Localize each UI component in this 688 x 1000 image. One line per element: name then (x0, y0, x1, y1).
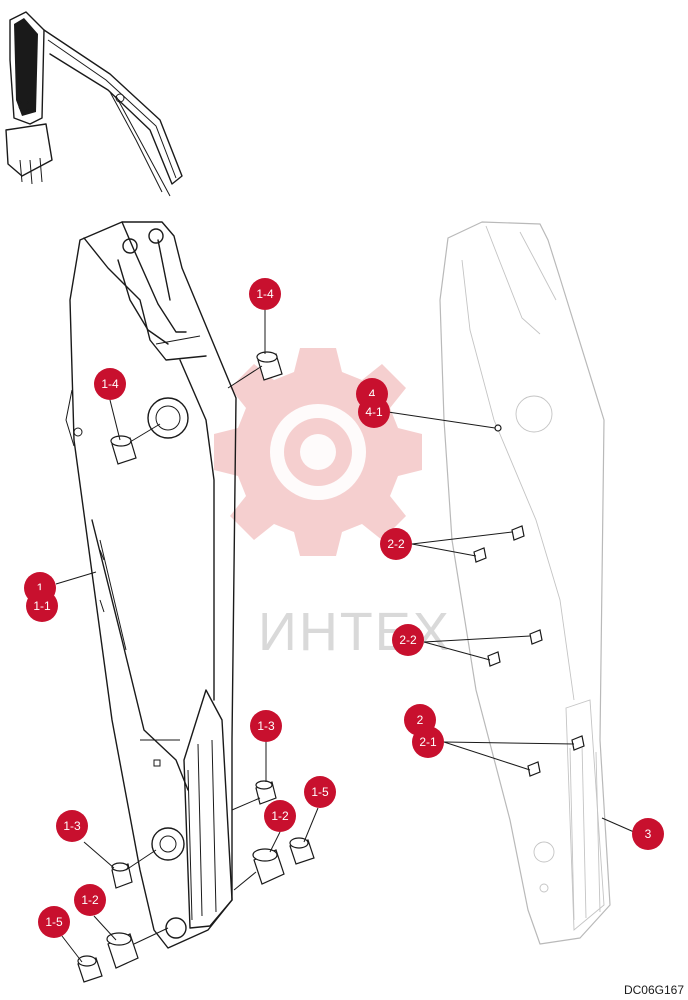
callout-label: 1-3 (63, 819, 81, 833)
callout-label: 1-2 (81, 893, 99, 907)
drawing-code: DC06G167 (624, 983, 684, 997)
arm-main (65, 221, 237, 949)
bushing-1-5-right (289, 837, 315, 865)
bushing-1-3-right (255, 780, 277, 805)
callout-label: 1-5 (311, 785, 329, 799)
bushing-1-4-left (110, 435, 137, 465)
callout-3[interactable]: 3 (632, 818, 664, 850)
callout-1-2-right[interactable]: 1-2 (264, 800, 296, 832)
callout-label: 2-2 (399, 633, 417, 647)
callout-label: 1 (37, 581, 44, 595)
bushing-1-2-left (106, 932, 139, 969)
callout-label: 1-5 (45, 915, 63, 929)
callout-label: 1-2 (271, 809, 289, 823)
callout-2-2-upper[interactable]: 2-2 (380, 528, 412, 560)
callout-1-5-left[interactable]: 1-5 (38, 906, 70, 938)
watermark-text: ИНТЕХ (258, 602, 451, 662)
watermark: ИНТЕХ (214, 348, 451, 662)
callout-label: 3 (645, 827, 652, 841)
shim-2-2-upper-b (473, 547, 487, 563)
shim-2-2-upper-a (511, 525, 525, 541)
callout-1-4-top[interactable]: 1-4 (249, 278, 281, 310)
callout-label: 1-1 (33, 599, 51, 613)
callout-label: 4 (369, 387, 376, 401)
parts-loose (77, 351, 585, 983)
shim-2-2-lower-a (529, 629, 543, 645)
callout-label: 2-1 (419, 735, 437, 749)
callout-label: 1-4 (101, 377, 119, 391)
callout-1-1[interactable]: 1-1 (26, 590, 58, 622)
callout-label: 1-3 (257, 719, 275, 733)
callout-label: 2 (417, 713, 424, 727)
callout-label: 2-2 (387, 537, 405, 551)
excavator-overview (5, 11, 183, 197)
callouts: 1-4 1-4 1 1-1 1-3 1-5 1-2 1-3 1-2 1-5 4 (24, 278, 664, 938)
callout-4-1[interactable]: 4-1 (358, 396, 390, 428)
bushing-1-2-right (252, 848, 285, 885)
plate-2-1-a (571, 735, 585, 751)
bushing-1-3-left (111, 862, 133, 889)
watermark-gear-icon (214, 348, 422, 556)
grease-fitting-4-1 (494, 424, 502, 432)
callout-1-3-right[interactable]: 1-3 (250, 710, 282, 742)
shim-2-2-lower-b (487, 651, 501, 667)
bushing-1-5-left (77, 955, 103, 983)
bushing-1-4-top (256, 351, 283, 381)
callout-label: 4-1 (365, 405, 383, 419)
callout-2-2-lower[interactable]: 2-2 (392, 624, 424, 656)
leader-lines (55, 310, 635, 963)
callout-label: 1-4 (256, 287, 274, 301)
callout-2-1[interactable]: 2-1 (412, 726, 444, 758)
callout-1-2-left[interactable]: 1-2 (74, 884, 106, 916)
callout-1-3-left[interactable]: 1-3 (56, 810, 88, 842)
callout-1-5-right[interactable]: 1-5 (304, 776, 336, 808)
arm-reference-outline (439, 221, 611, 945)
plate-2-1-b (527, 761, 541, 777)
callout-1-4-left[interactable]: 1-4 (94, 368, 126, 400)
